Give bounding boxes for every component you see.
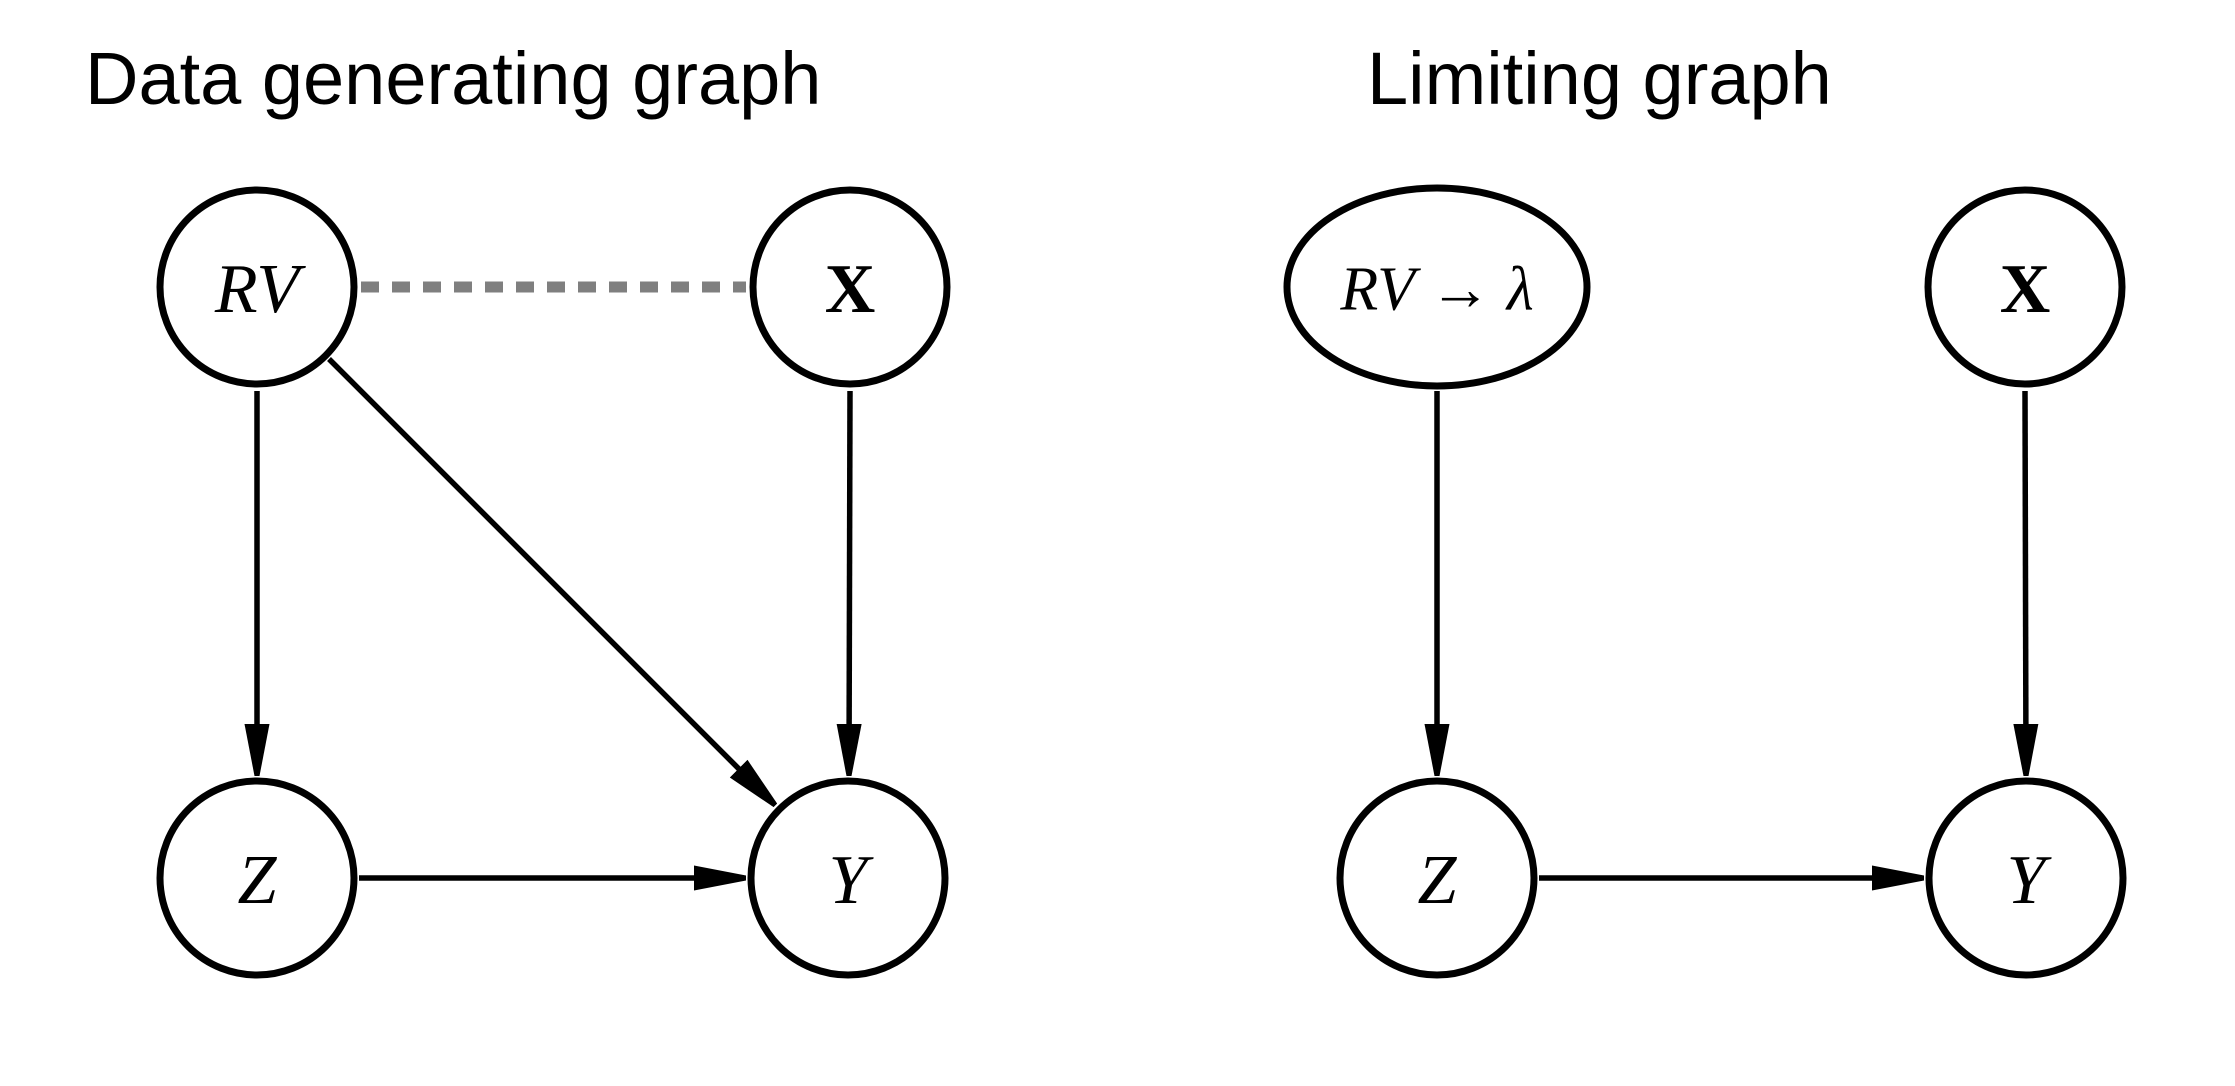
node-y-left: Y: [747, 777, 949, 979]
node-y-right: Y: [1925, 777, 2127, 979]
edge-x-to-y: [836, 390, 862, 777]
data-generating-graph: Data generating graph RV X Z: [85, 37, 951, 979]
node-y-right-label: Y: [2007, 842, 2053, 919]
node-z-left: Z: [156, 777, 358, 979]
node-rv-circle: [156, 186, 358, 388]
edge-rv-to-y: [327, 357, 778, 808]
node-z-right: Z: [1336, 777, 1538, 979]
node-rv: RV: [156, 186, 358, 388]
node-y-left-circle: [747, 777, 949, 979]
node-rv-lambda: RV → λ: [1283, 184, 1591, 390]
node-y-right-circle: [1925, 777, 2127, 979]
node-y-left-label: Y: [829, 842, 875, 919]
node-x-right-circle: [1924, 186, 2126, 388]
node-x-left-label: X: [825, 251, 876, 328]
edge-x-to-y-right: [2013, 390, 2039, 777]
node-rv-lambda-ellipse: [1283, 184, 1591, 390]
node-z-left-circle: [156, 777, 358, 979]
node-z-right-label: Z: [1418, 842, 1458, 919]
limiting-graph: Limiting graph RV → λ X Z Y: [1283, 37, 2127, 979]
right-graph-title: Limiting graph: [1367, 37, 1832, 120]
node-x-right: X: [1924, 186, 2126, 388]
node-z-left-label: Z: [238, 842, 278, 919]
node-x-right-label: X: [2000, 251, 2051, 328]
node-z-right-circle: [1336, 777, 1538, 979]
node-x-left: X: [749, 186, 951, 388]
node-x-left-circle: [749, 186, 951, 388]
node-rv-label: RV: [214, 251, 306, 328]
left-graph-title: Data generating graph: [85, 37, 821, 120]
node-rv-lambda-label: RV → λ: [1339, 255, 1533, 323]
